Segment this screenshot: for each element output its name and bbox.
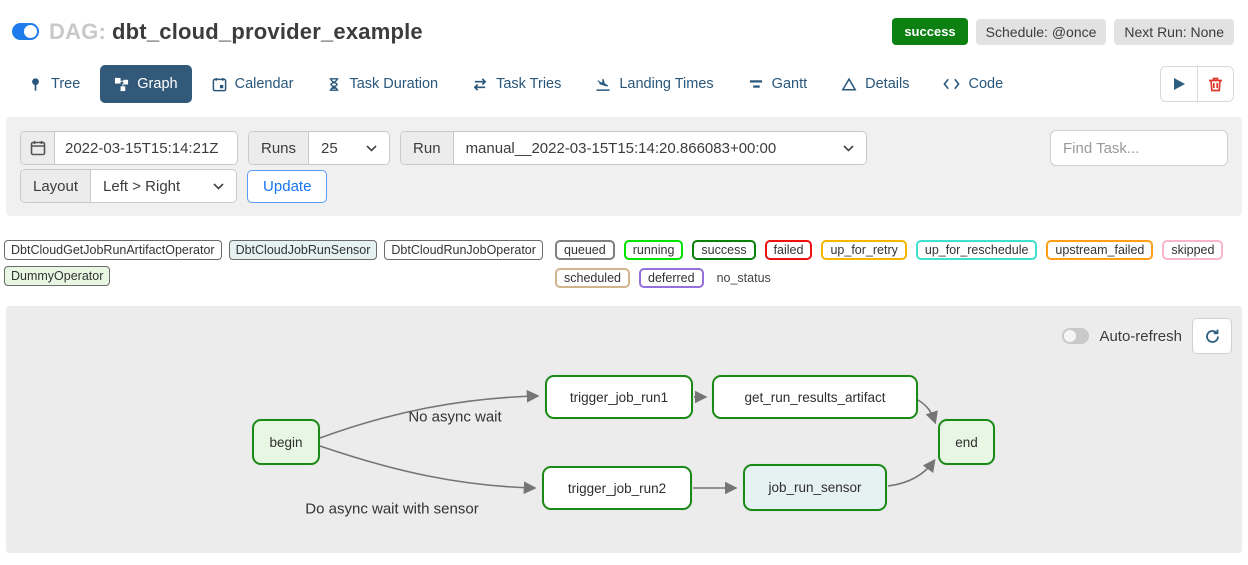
edge-label: No async wait (408, 408, 502, 426)
layout-group: Layout Left > Right (20, 169, 238, 203)
runs-select[interactable]: 25 (309, 132, 390, 164)
find-task-input[interactable] (1050, 130, 1228, 166)
task-node-trigger_job_run1[interactable]: trigger_job_run1 (545, 375, 693, 419)
edge-begin-to-trigger_job_run2 (319, 445, 537, 495)
operator-legend: DbtCloudGetJobRunArtifactOperator DbtClou… (4, 240, 549, 286)
edge-job_run_sensor-to-end (887, 458, 936, 487)
tab-task-duration[interactable]: Task Duration (313, 65, 452, 103)
legend-status-skipped[interactable]: skipped (1162, 240, 1224, 260)
chevron-down-icon (213, 182, 224, 190)
tab-landing-times[interactable]: Landing Times (581, 65, 727, 103)
tab-label: Task Duration (349, 76, 439, 92)
trash-icon (1209, 77, 1222, 92)
dag-graph: begin trigger_job_run1 get_run_results_art… (6, 306, 1242, 553)
task-node-get_run_results_artifact[interactable]: get_run_results_artifact (712, 375, 918, 419)
filter-panel: Runs 25 Run manual__2022-03-15T15:14:20.… (6, 117, 1242, 216)
legend-operator-dbtcloudrunjoboperator[interactable]: DbtCloudRunJobOperator (384, 240, 543, 260)
tab-code[interactable]: Code (929, 65, 1017, 103)
layout-select[interactable]: Left > Right (91, 170, 237, 202)
legend-status-up_for_retry[interactable]: up_for_retry (821, 240, 907, 260)
runs-label: Runs (249, 132, 310, 164)
chevron-down-icon (842, 144, 854, 152)
dag-edges (319, 389, 938, 495)
update-button[interactable]: Update (247, 169, 328, 203)
task-node-begin[interactable]: begin (252, 419, 320, 465)
trigger-dag-button[interactable] (1161, 67, 1197, 101)
tab-details[interactable]: Details (827, 65, 923, 103)
plane-landing-icon (595, 77, 611, 92)
legend: DbtCloudGetJobRunArtifactOperator DbtClou… (4, 240, 1242, 288)
task-node-end[interactable]: end (938, 419, 995, 465)
tab-tree[interactable]: Tree (14, 65, 94, 103)
play-icon (1174, 78, 1185, 90)
status-legend: queued running success failed up_for_retry up… (555, 240, 1242, 288)
edge-label: Do async wait with sensor (305, 500, 479, 518)
graph-panel: begin trigger_job_run1 get_run_results_art… (6, 306, 1242, 553)
legend-status-success[interactable]: success (692, 240, 756, 260)
auto-refresh-toggle[interactable] (1062, 328, 1090, 344)
legend-status-deferred[interactable]: deferred (639, 268, 704, 288)
repeat-icon (472, 77, 488, 92)
tab-label: Graph (137, 76, 178, 92)
base-date-input[interactable] (55, 132, 237, 164)
edge-get_run_results_artifact-to-end (917, 399, 938, 425)
tab-graph[interactable]: Graph (100, 65, 192, 103)
triangle-icon (841, 77, 857, 92)
dag-action-buttons (1160, 66, 1234, 102)
auto-refresh-label: Auto-refresh (1099, 327, 1182, 345)
legend-status-queued[interactable]: queued (555, 240, 615, 260)
calendar-input-icon (21, 132, 55, 164)
page-title: DAG:dbt_cloud_provider_example (49, 19, 423, 45)
tab-calendar[interactable]: Calendar (198, 65, 308, 103)
tab-label: Code (968, 76, 1004, 92)
edge-begin-to-trigger_job_run1 (319, 389, 540, 439)
dag-name: dbt_cloud_provider_example (112, 18, 423, 44)
gantt-icon (748, 77, 764, 92)
refresh-icon (1205, 329, 1219, 343)
tab-label: Gantt (771, 76, 808, 92)
legend-status-up_for_reschedule[interactable]: up_for_reschedule (915, 240, 1038, 260)
task-node-job_run_sensor[interactable]: job_run_sensor (743, 464, 887, 511)
legend-operator-dummyoperator[interactable]: DummyOperator (4, 266, 111, 286)
tab-label: Landing Times (619, 76, 714, 92)
tab-label: Task Tries (496, 76, 562, 92)
task-node-trigger_job_run2[interactable]: trigger_job_run2 (542, 466, 692, 510)
hourglass-icon (327, 77, 341, 92)
base-date-group (20, 131, 238, 165)
tree-icon (28, 77, 43, 92)
legend-status-no_status[interactable]: no_status (716, 271, 771, 285)
refresh-button[interactable] (1192, 318, 1232, 354)
legend-status-upstream_failed[interactable]: upstream_failed (1046, 240, 1154, 260)
tab-label: Calendar (234, 76, 294, 92)
delete-dag-button[interactable] (1197, 67, 1233, 101)
legend-operator-dbtcloudjobrunsensor[interactable]: DbtCloudJobRunSensor (228, 240, 378, 260)
status-badge: success (892, 18, 968, 45)
view-tabbar: Tree Graph Calendar Task Duration Task Tries… (0, 65, 1248, 103)
layout-label: Layout (21, 170, 92, 202)
tab-task-tries[interactable]: Task Tries (458, 65, 575, 103)
legend-status-running[interactable]: running (623, 240, 684, 260)
legend-status-scheduled[interactable]: scheduled (555, 268, 630, 288)
tab-label: Tree (51, 76, 81, 92)
run-label: Run (401, 132, 454, 164)
schedule-badge: Schedule: @once (975, 18, 1107, 45)
run-select[interactable]: manual__2022-03-15T15:14:20.866083+00:00 (453, 132, 866, 164)
num-runs-group: Runs 25 (248, 131, 391, 165)
run-select-group: Run manual__2022-03-15T15:14:20.866083+0… (400, 131, 867, 165)
next-run-badge: Next Run: None (1114, 18, 1234, 45)
calendar-icon (212, 77, 227, 92)
legend-status-failed[interactable]: failed (764, 240, 813, 260)
tab-label: Details (865, 76, 910, 92)
dag-header: DAG:dbt_cloud_provider_example success S… (0, 0, 1248, 45)
dag-prefix: DAG: (49, 18, 107, 44)
graph-icon (114, 77, 129, 92)
dag-pause-toggle[interactable] (12, 23, 39, 40)
chevron-down-icon (366, 144, 377, 152)
legend-operator-dbtcloudgetjobrunartifactoperator[interactable]: DbtCloudGetJobRunArtifactOperator (4, 240, 222, 260)
tab-gantt[interactable]: Gantt (734, 65, 821, 103)
code-icon (943, 77, 961, 91)
